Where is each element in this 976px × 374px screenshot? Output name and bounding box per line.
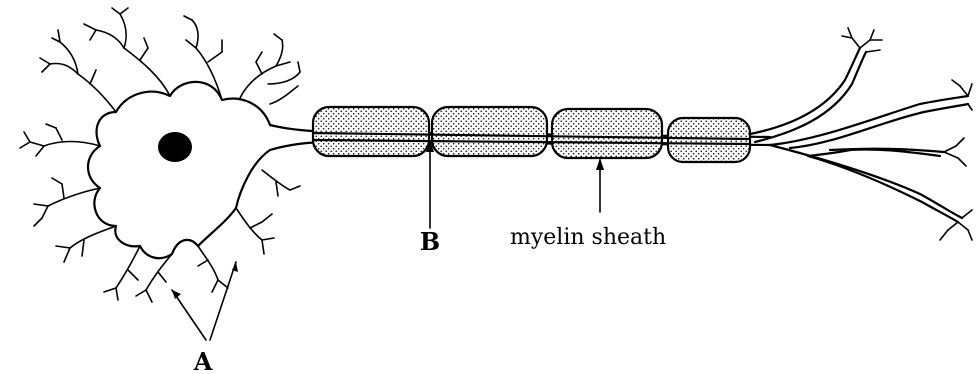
label-b: B xyxy=(420,227,440,256)
myelin-sheath-segments xyxy=(313,107,750,162)
myelin-segment xyxy=(668,118,750,162)
axon-terminals xyxy=(750,48,968,222)
myelin-segment xyxy=(313,107,429,156)
myelin-segment xyxy=(432,107,547,156)
arrowhead-a-left xyxy=(172,290,181,299)
label-a: A xyxy=(193,347,213,374)
myelin-segment xyxy=(552,109,662,158)
arrowhead-myelin xyxy=(596,158,604,170)
label-myelin-sheath: myelin sheath xyxy=(510,225,666,250)
cell-body-outline xyxy=(88,82,270,258)
nucleus xyxy=(158,132,192,162)
